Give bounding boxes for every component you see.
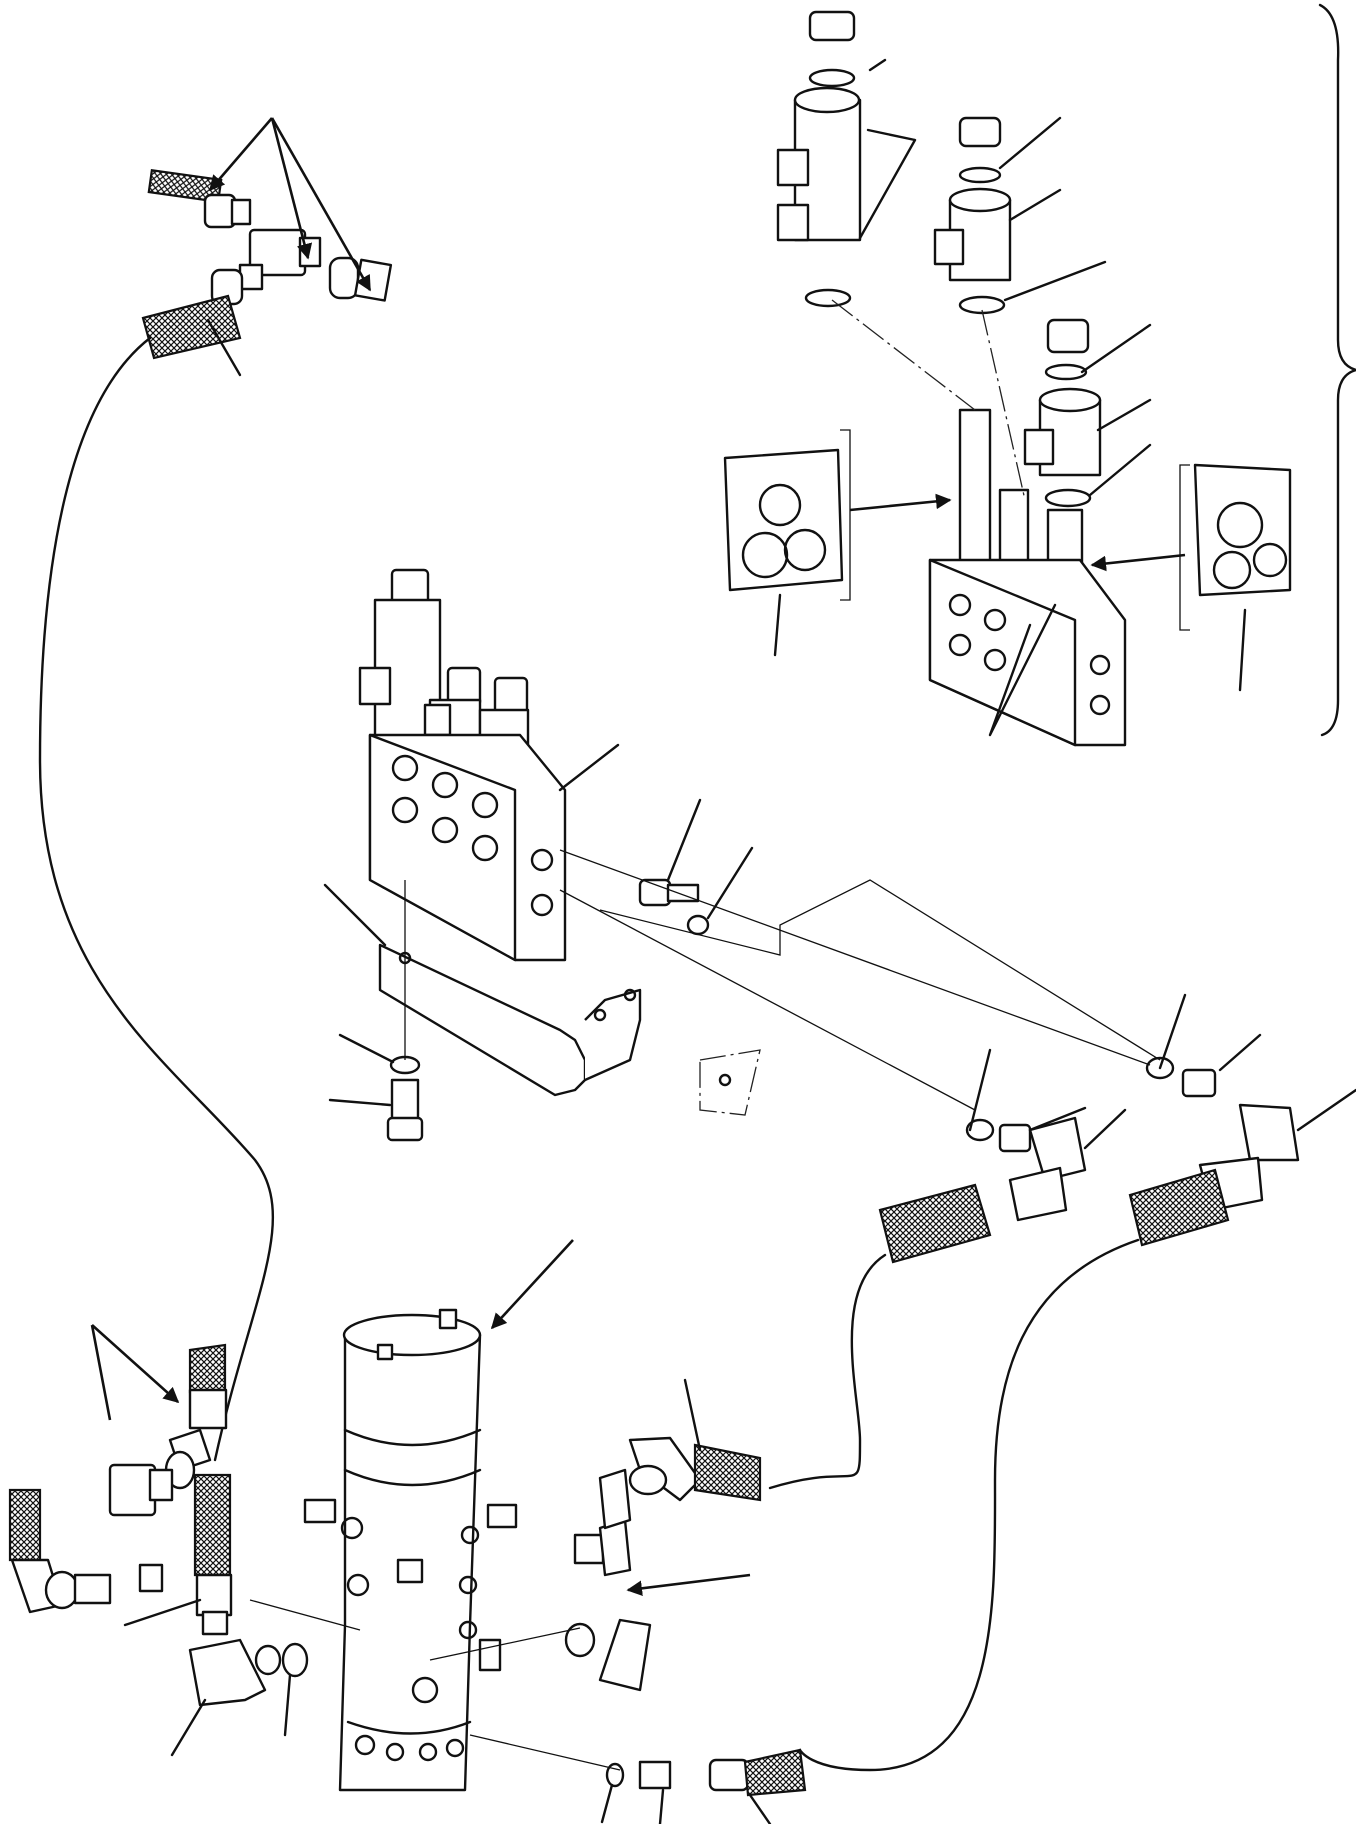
- right-hose: [798, 1238, 1140, 1772]
- top-right-valve-block: [928, 408, 1127, 747]
- center-valve-assembly: [358, 568, 620, 962]
- right-brace: [1318, 3, 1356, 737]
- top-left-callout-arrows: [206, 117, 372, 377]
- center-mounting-bracket: [323, 883, 761, 1116]
- top-right-solenoid-stack-3: [1023, 318, 1152, 508]
- long-hose: [38, 336, 274, 1462]
- dashed-connection-lines: [559, 849, 1161, 1111]
- bottom-adapter-fittings: [600, 1748, 807, 1824]
- lower-left-tee-fittings: [8, 1324, 228, 1614]
- accumulator-cylinder: [303, 1239, 574, 1792]
- top-left-tee-fitting: [141, 168, 393, 360]
- top-right-solenoid-stack-2: [933, 116, 1107, 315]
- top-right-solenoid-stack-1: [776, 10, 917, 308]
- middle-right-elbow-fitting: [878, 1048, 1127, 1264]
- cylinder-side-tee-fitting: [564, 1468, 751, 1692]
- far-right-elbow-fitting: [1128, 993, 1356, 1247]
- lower-left-hose-end: [123, 1473, 309, 1757]
- top-right-dashed-leaders: [831, 299, 1026, 501]
- cylinder-dashed-leaders: [249, 1599, 621, 1771]
- cylinder-top-right-elbow: [628, 1378, 762, 1502]
- top-right-right-seal-kit: [1090, 463, 1292, 692]
- center-lower-screw: [328, 880, 424, 1142]
- middle-hose: [768, 1253, 887, 1490]
- center-bolt-and-washer: [638, 798, 754, 936]
- top-right-left-seal-kit: [723, 429, 952, 657]
